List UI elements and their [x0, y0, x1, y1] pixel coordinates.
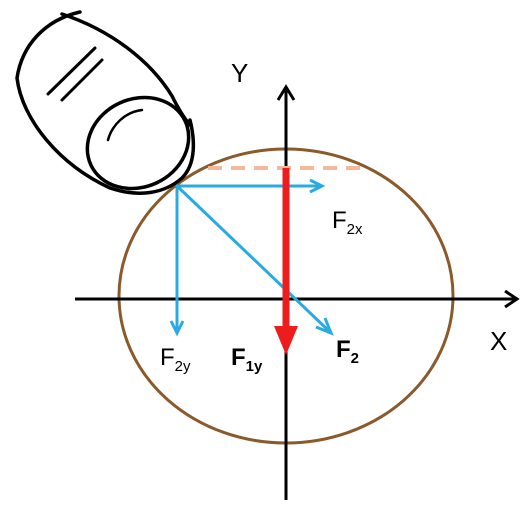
x-axis-label: X [490, 326, 507, 356]
fingernail-shine [106, 108, 144, 142]
label-f2y: F2y [160, 344, 191, 375]
y-axis-arrowhead [276, 84, 296, 101]
finger-wrinkle-2 [60, 58, 104, 102]
y-axis-label: Y [231, 58, 248, 88]
vector-f2 [175, 184, 334, 336]
vector-f2x [176, 178, 326, 194]
label-f1y: F1y [231, 344, 263, 375]
finger-illustration [15, 10, 196, 195]
label-f2: F2 [336, 336, 359, 367]
finger-inner-curve [60, 12, 192, 127]
finger-outline [15, 10, 196, 195]
fingernail [85, 95, 191, 191]
vector-f1y [274, 168, 298, 355]
vector-f2y [169, 186, 185, 337]
finger-wrinkle-1 [46, 46, 97, 96]
label-f2x: F2x [332, 207, 363, 238]
x-axis-arrowhead [504, 289, 520, 309]
